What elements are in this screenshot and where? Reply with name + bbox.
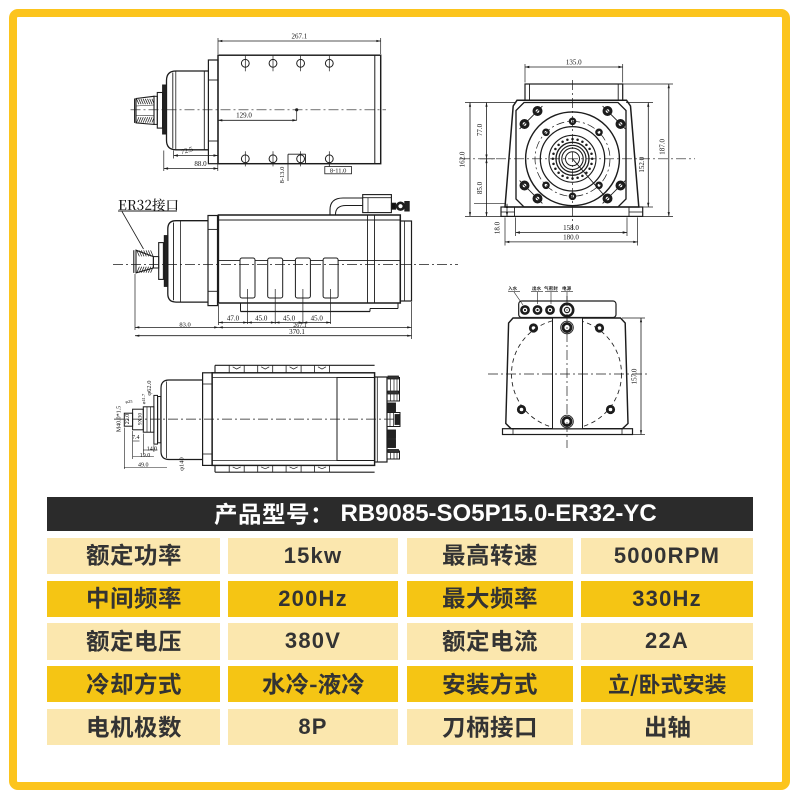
svg-text:49.0: 49.0 — [138, 463, 149, 469]
svg-text:85.0: 85.0 — [476, 181, 484, 194]
svg-text:8-13.0: 8-13.0 — [279, 167, 286, 184]
svg-text:157.0: 157.0 — [630, 368, 638, 384]
svg-text:φ140: φ140 — [179, 457, 186, 471]
svg-text:φ25: φ25 — [125, 399, 133, 404]
svg-text:83.0: 83.0 — [179, 321, 190, 328]
svg-text:88.0: 88.0 — [194, 160, 207, 168]
svg-text:267.1: 267.1 — [293, 323, 307, 329]
svg-text:9X30: 9X30 — [138, 413, 144, 425]
svg-text:14.0: 14.0 — [147, 447, 158, 453]
svg-text:158.0: 158.0 — [563, 224, 579, 232]
svg-text:180.0: 180.0 — [563, 234, 579, 242]
svg-text:18.0: 18.0 — [494, 221, 502, 234]
svg-text:φ41.7: φ41.7 — [141, 393, 146, 404]
svg-text:187.0: 187.0 — [658, 139, 666, 155]
svg-text:45.0: 45.0 — [283, 314, 296, 322]
svg-text:19.0: 19.0 — [140, 453, 151, 459]
svg-text:8-11.0: 8-11.0 — [330, 167, 347, 174]
svg-text:7.4: 7.4 — [132, 435, 140, 441]
svg-text:152.0: 152.0 — [638, 156, 646, 172]
svg-text:φ62.0: φ62.0 — [146, 380, 153, 395]
svg-text:129.0: 129.0 — [236, 112, 252, 120]
svg-text:45.0: 45.0 — [311, 314, 324, 322]
svg-text:135.0: 135.0 — [566, 59, 582, 67]
svg-text:47.0: 47.0 — [227, 314, 240, 322]
svg-text:267.1: 267.1 — [292, 33, 308, 41]
svg-text:M40.0*1.5: M40.0*1.5 — [117, 406, 123, 432]
svg-text:22.0: 22.0 — [125, 414, 131, 425]
svg-text:162.0: 162.0 — [458, 151, 466, 167]
svg-text:72.5: 72.5 — [180, 145, 195, 156]
svg-text:77.0: 77.0 — [476, 123, 484, 136]
svg-text:45.0: 45.0 — [255, 314, 268, 322]
svg-text:370.1: 370.1 — [289, 328, 305, 336]
